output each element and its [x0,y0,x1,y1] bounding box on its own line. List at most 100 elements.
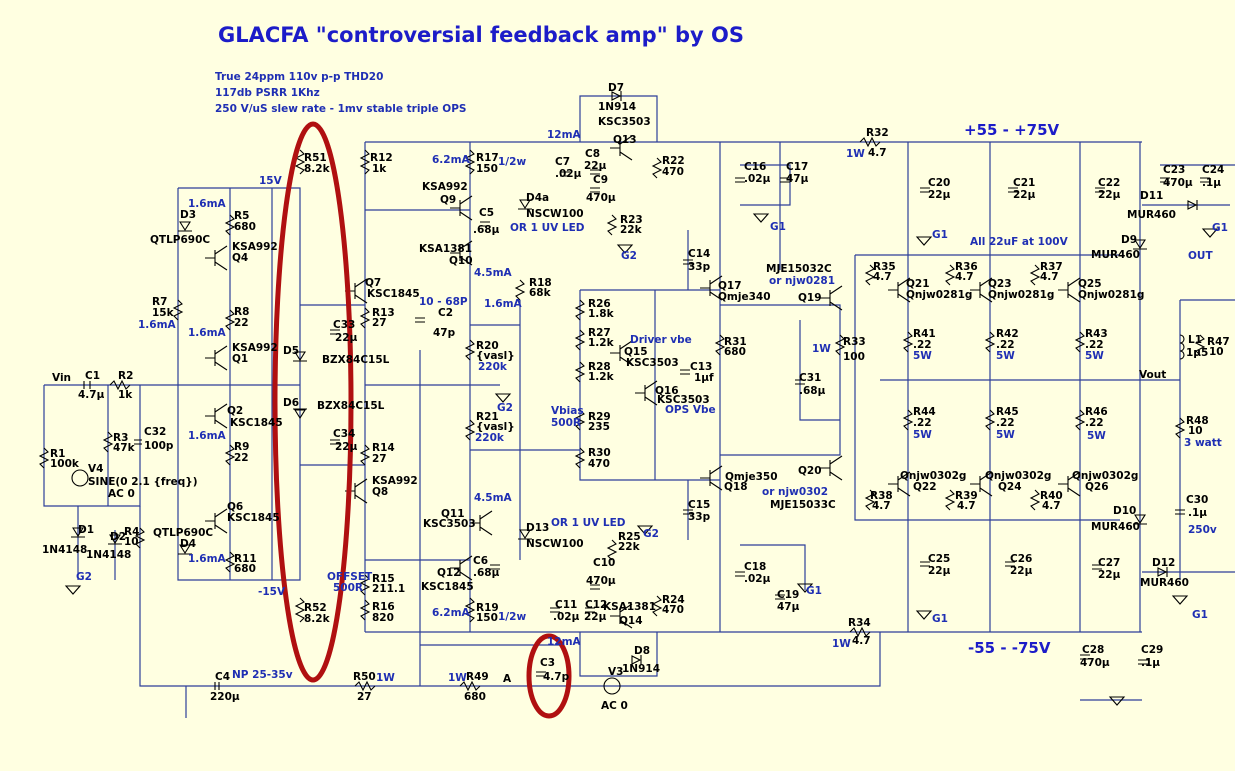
power-5w-4: 5W [913,429,932,441]
label-C6: C6 [473,555,488,567]
label-R25: R25 [618,531,641,543]
label-V4: V4 [88,463,103,475]
value-D6: BZX84C15L [317,400,385,412]
ac-source-v3 [603,677,621,695]
value-R37: 4.7 [1040,271,1059,283]
label-out: OUT [1188,250,1213,262]
value-C15: 33p [688,511,711,523]
label-C13: C13 [690,361,712,373]
value-R39: 4.7 [957,500,976,512]
power-5w-3: 5W [1085,350,1104,362]
annotations: All 22uF at 100V OR 1 UV LED OR 1 UV LED… [52,129,1222,685]
value-C22: 22µ [1098,189,1121,201]
value2-R20: 220k [478,361,508,373]
label-R7: R7 [152,296,167,308]
label-Q6: Q6 [227,501,243,513]
label-R31: R31 [724,336,747,348]
highlight-ellipse-small [526,633,572,719]
current-1: 1.6mA [188,198,227,210]
label-Q11: Q11 [441,508,465,520]
value-V4: SINE(0 2.1 {freq}) [88,476,198,488]
value-R36: 4.7 [955,271,974,283]
power-5w-6: 5W [1087,430,1106,442]
value-D7: 1N914 [598,101,636,113]
label-R49: R49 [466,671,489,683]
value-D3: QTLP690C [150,234,210,246]
value-R40: 4.7 [1042,500,1061,512]
label-C4: C4 [215,671,230,683]
label-R18: R18 [529,277,552,289]
note-offset: OFFSET [327,571,373,583]
label-V3: V3 [608,666,623,678]
value-D5: BZX84C15L [322,354,390,366]
value-L1: 1µ5 [1186,347,1208,359]
diode-symbols [71,91,1198,665]
value-Q14: Q14 [619,615,643,627]
value-Q25: Qnjw0281g [1078,289,1144,301]
label-R19: R19 [476,602,499,614]
label-R41: R41 [913,328,936,340]
resistor-symbols [38,136,1206,692]
value-C3: 4.7p [543,671,570,683]
value-C9: 470µ [586,192,616,204]
label-D12: D12 [1152,557,1175,569]
label-D7: D7 [608,82,624,94]
positive-rail-label: +55 - +75V [964,121,1060,139]
value-C25: 22µ [928,565,951,577]
label-Q12: Q12 [437,567,461,579]
label-L1: L1 [1188,334,1202,346]
value-R44: .22 [913,417,932,429]
value-R22: 470 [662,166,684,178]
label-D13: D13 [526,522,549,534]
note-driver-vbe: Driver vbe [630,334,692,346]
capacitor-symbols [83,169,1210,690]
value-R35: 4.7 [873,271,892,283]
note-or-uv-led-2: OR 1 UV LED [551,517,626,529]
voltage-15v: 15V [259,175,283,187]
value-R30: 470 [588,458,610,470]
label-C26: C26 [1010,553,1032,565]
value-Q20: MJE15033C [770,499,836,511]
label-R44: R44 [913,406,936,418]
value-C19: 47µ [777,601,800,613]
value-D12: MUR460 [1140,577,1189,589]
label-C1: C1 [85,370,100,382]
note-or-njw0302: or njw0302 [762,486,828,498]
value-C13: 1µf [694,372,714,384]
value-Q10: Q10 [449,255,473,267]
value-R26: 1.8k [588,308,615,320]
value-R25: 22k [618,541,641,553]
label-R16: R16 [372,601,395,613]
value-Q8: Q8 [372,486,388,498]
ground-label-g1-1: G1 [770,221,786,233]
value-R42: .22 [996,339,1015,351]
value-R9: 22 [234,452,249,464]
label-C19: C19 [777,589,799,601]
value-R38: 4.7 [872,500,891,512]
value-Q19: Q19 [798,292,822,304]
value-R48: 10 [1188,425,1203,437]
label-R8: R8 [234,306,249,318]
negative-rail-label: -55 - -75V [968,639,1051,657]
value-R2: 1k [118,389,133,401]
value-D9: MUR460 [1091,249,1140,261]
label-Q24: Qnjw0302g [985,470,1051,482]
label-R2: R2 [118,370,133,382]
note-c2-range: 10 - 68P [419,296,468,308]
value-R4: 10 [124,536,139,548]
label-Q13: KSC3503 [598,116,651,128]
label-R26: R26 [588,298,611,310]
current-10: 1.6mA [484,298,523,310]
value-D13: NSCW100 [526,538,584,550]
label-R50: R50 [353,671,376,683]
value-C26: 22µ [1010,565,1033,577]
value-R18: 68k [529,287,552,299]
power-half-w-1: 1/2w [498,156,526,168]
label-C8: C8 [585,148,600,160]
value-R23: 22k [620,224,643,236]
ground-label-g2-2: G2 [497,402,513,414]
value-R17: 150 [476,163,498,175]
value-R20: {vasl} [476,350,515,362]
value-Q4: Q4 [232,252,248,264]
